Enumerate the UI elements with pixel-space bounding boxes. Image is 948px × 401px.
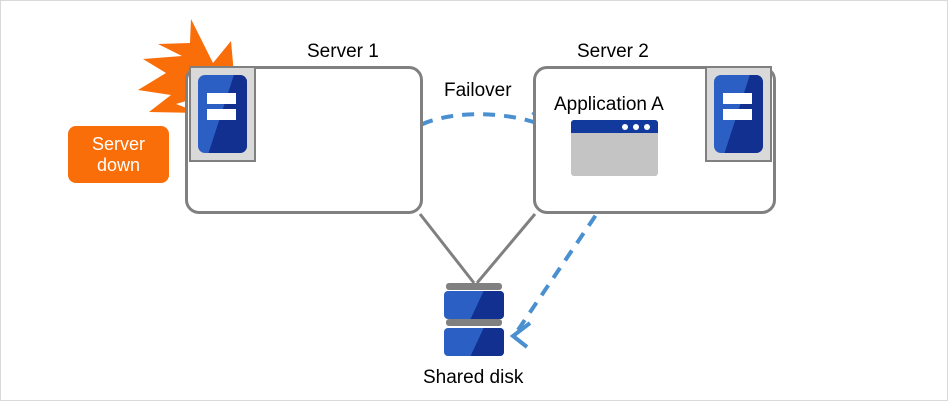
server-tower-slot-2: [206, 108, 237, 120]
server-tower-body: [198, 75, 247, 153]
failover-arrow-path: [402, 112, 546, 138]
disk-bar-1: [446, 283, 502, 290]
server-tower-body: [714, 75, 763, 153]
status-badge-server-down: Server down: [68, 126, 169, 183]
figure-border-left: [0, 0, 1, 401]
disk-block-2-shading: [444, 328, 504, 356]
server-tower-icon: [705, 66, 772, 162]
application-label: Application A: [554, 94, 664, 115]
application-window-icon: [571, 120, 658, 176]
server2-to-disk-line: [475, 213, 537, 284]
disk-block-2: [444, 328, 504, 356]
lightning-burst-icon: [138, 19, 234, 113]
failover-label: Failover: [444, 80, 512, 101]
server-tower-slot-1: [722, 92, 753, 104]
disk-block-1: [444, 291, 504, 319]
window-dot-3: [644, 123, 650, 130]
window-dot-1: [622, 123, 628, 130]
shared-disk-label: Shared disk: [423, 367, 524, 388]
figure-border-top: [0, 0, 948, 1]
disk-bar-2: [446, 319, 502, 326]
app-to-disk-arrow-head: [509, 321, 532, 349]
status-badge-line-2: down: [96, 154, 141, 175]
server1-title: Server 1: [307, 41, 379, 62]
application-window-titlebar: [571, 120, 658, 133]
server-tower-slot-2: [722, 108, 753, 120]
server2-title: Server 2: [577, 41, 649, 62]
window-dot-2: [633, 123, 639, 130]
disk-block-1-shading: [444, 291, 504, 319]
server-tower-icon: [189, 66, 256, 162]
disk-stack-icon: [444, 283, 504, 360]
server-tower-slot-1: [206, 92, 237, 104]
server1-to-disk-line: [418, 213, 476, 284]
status-badge-line-1: Server: [91, 133, 145, 154]
